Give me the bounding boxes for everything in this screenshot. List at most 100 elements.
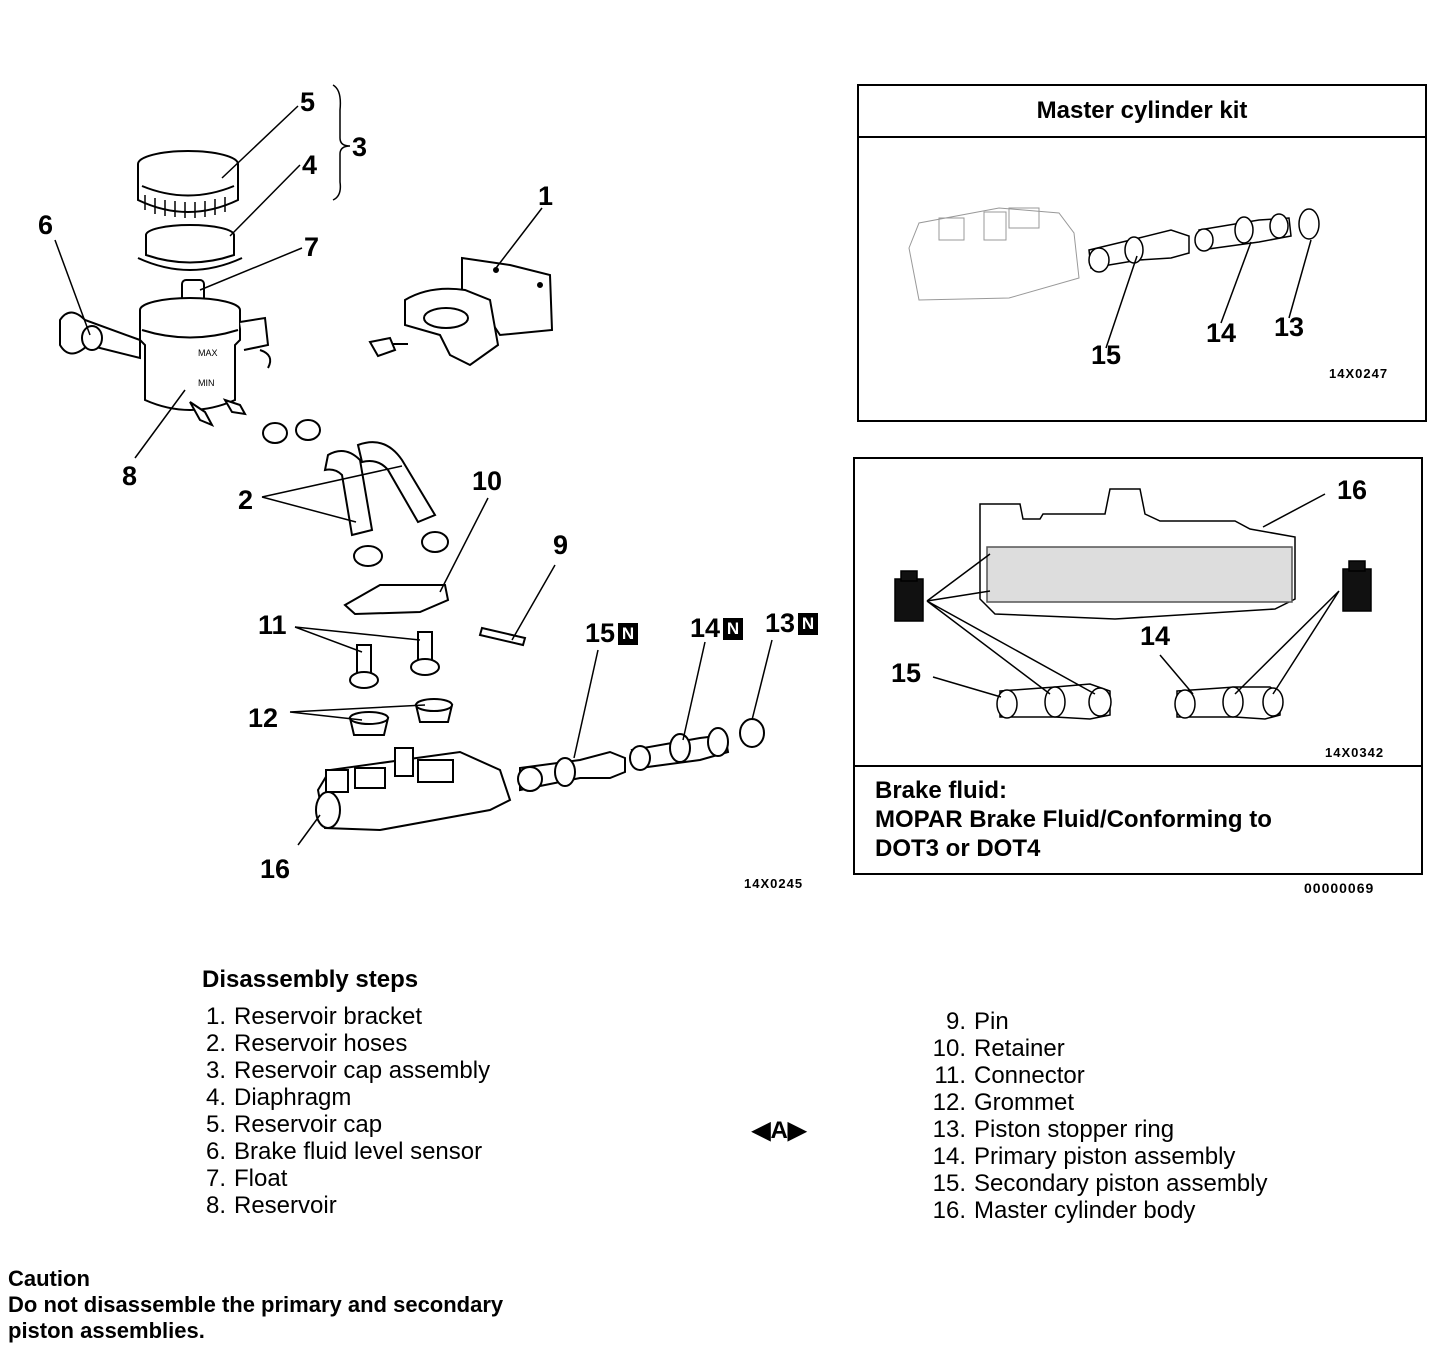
reservoir-cap-drawing xyxy=(137,150,239,218)
svg-text:MAX: MAX xyxy=(198,348,218,358)
step-text: Pin xyxy=(974,1008,1009,1035)
fluid-secondary-piston xyxy=(996,683,1112,720)
master-cylinder-kit-panel: Master cylinder kit 15 14 13 14X0247 xyxy=(857,84,1427,422)
step-text: Brake fluid level sensor xyxy=(234,1138,483,1165)
kit-drawing xyxy=(908,207,1320,349)
callout-11: 11 xyxy=(258,610,287,640)
callout-3: 3 xyxy=(352,132,368,162)
step-item: 14.Primary piston assembly xyxy=(922,1143,1267,1170)
step-item: 5. Reservoir cap xyxy=(202,1111,490,1138)
step-number: 6. xyxy=(205,1138,226,1165)
grommets-drawing xyxy=(348,698,454,736)
caution-line2: piston assemblies. xyxy=(8,1318,205,1343)
brake-fluid-spec-line1: MOPAR Brake Fluid/Conforming to xyxy=(875,806,1272,833)
step-text: Reservoir hoses xyxy=(234,1030,408,1057)
callout-16: 16 xyxy=(260,854,291,884)
brake-fluid-panel: 16 14 15 14X0342 Brake fluid: MOPAR Brak… xyxy=(853,457,1423,875)
steps-left-list: 1. Reservoir bracket 2. Reservoir hoses 3. Re… xyxy=(202,1003,490,1219)
caution-line1: Do not disassemble the primary and secon… xyxy=(8,1292,504,1317)
step-number: 5. xyxy=(205,1111,226,1138)
new-part-badge: N xyxy=(618,623,639,645)
step-text: Grommet xyxy=(974,1089,1075,1116)
figure-code-main: 14X0245 xyxy=(744,876,804,891)
procedure-marker: ◀A▶ xyxy=(752,1116,806,1145)
step-item: 3. Reservoir cap assembly xyxy=(202,1057,490,1084)
new-part-badge: N xyxy=(723,618,744,640)
callout-5: 5 xyxy=(300,87,316,117)
step-number: 12. xyxy=(932,1089,966,1116)
brace xyxy=(332,84,351,201)
steps-heading: Disassembly steps xyxy=(202,966,419,993)
figure-code-fluid: 14X0342 xyxy=(1325,745,1385,760)
step-text: Connector xyxy=(974,1062,1085,1089)
step-item: 15. Secondary piston assembly xyxy=(922,1170,1268,1197)
kit-cylinder-body-ghost xyxy=(908,207,1080,301)
brake-fluid-note: Brake fluid: MOPAR Brake Fluid/Conformin… xyxy=(855,765,1421,875)
callout-4: 4 xyxy=(302,150,318,180)
kit-panel-title: Master cylinder kit xyxy=(859,86,1425,138)
caution-block: Caution Do not disassemble the primary a… xyxy=(8,1266,503,1344)
primary-piston-drawing xyxy=(629,727,730,771)
fluid-callout-14: 14 xyxy=(1140,621,1171,651)
step-number: 2. xyxy=(205,1030,226,1057)
fluid-cylinder-body xyxy=(979,488,1296,620)
step-item: 16.Master cylinder body xyxy=(922,1197,1267,1224)
fluid-bottle-right xyxy=(1342,560,1372,612)
step-number: 15. xyxy=(932,1170,966,1197)
hose-clamps-drawing xyxy=(262,419,449,567)
step-item: 2. Reservoir hoses xyxy=(202,1030,490,1057)
step-number: 1. xyxy=(205,1003,226,1030)
retainer-drawing xyxy=(343,584,450,616)
callout-13: 13 xyxy=(765,608,796,638)
leader-lines xyxy=(54,105,773,846)
kit-callout-13: 13 xyxy=(1274,312,1305,342)
caution-title: Caution xyxy=(8,1266,90,1291)
reservoir-bracket-drawing xyxy=(368,256,554,367)
step-text: Reservoir bracket xyxy=(234,1003,423,1030)
step-item: 11.Connector xyxy=(922,1062,1267,1089)
step-item: 10.Retainer xyxy=(922,1035,1267,1062)
fluid-callout-16: 16 xyxy=(1337,475,1368,505)
side-figure-code: 00000069 xyxy=(1304,880,1375,896)
new-part-badge: N xyxy=(798,613,819,635)
step-item: 8. Reservoir xyxy=(202,1192,490,1219)
callout-14: 14 xyxy=(690,613,721,643)
marker-label: A xyxy=(770,1117,788,1144)
step-text: Primary piston assembly xyxy=(974,1143,1236,1170)
step-text: Reservoir xyxy=(234,1192,337,1219)
callout-2: 2 xyxy=(238,485,254,515)
callout-15: 15 xyxy=(585,618,616,648)
step-item: 1. Reservoir bracket xyxy=(202,1003,490,1030)
step-number: 8. xyxy=(205,1192,226,1219)
callout-9: 9 xyxy=(553,530,569,560)
fluid-drawing xyxy=(894,488,1372,720)
kit-stopper-ring xyxy=(1298,208,1320,240)
step-item: 4. Diaphragm xyxy=(202,1084,490,1111)
callout-10: 10 xyxy=(472,466,503,496)
fluid-bottle-left xyxy=(894,570,924,622)
step-number: 4. xyxy=(205,1084,226,1111)
reservoir-drawing: MAX MIN xyxy=(139,297,247,428)
step-text: Reservoir cap assembly xyxy=(234,1057,491,1084)
step-number: 3. xyxy=(205,1057,226,1084)
step-text: Reservoir cap xyxy=(234,1111,383,1138)
kit-secondary-piston xyxy=(1088,229,1190,273)
secondary-piston-drawing xyxy=(517,750,626,792)
step-item: 13.Piston stopper ring xyxy=(922,1116,1267,1143)
brake-fluid-label: Brake fluid: xyxy=(875,777,1008,804)
stopper-ring-drawing xyxy=(739,718,765,748)
step-item: 6. Brake fluid level sensor xyxy=(202,1138,490,1165)
step-item: 7. Float xyxy=(202,1165,490,1192)
callout-1: 1 xyxy=(538,181,554,211)
step-text: Secondary piston assembly xyxy=(974,1170,1268,1197)
callout-7: 7 xyxy=(304,232,320,262)
pin-drawing xyxy=(478,626,527,647)
step-number: 7. xyxy=(205,1165,226,1192)
step-text: Diaphragm xyxy=(234,1084,352,1111)
brake-fluid-spec-line2: DOT3 or DOT4 xyxy=(875,835,1041,862)
step-item: 9.Pin xyxy=(922,1008,1267,1035)
step-text: Float xyxy=(234,1165,288,1192)
